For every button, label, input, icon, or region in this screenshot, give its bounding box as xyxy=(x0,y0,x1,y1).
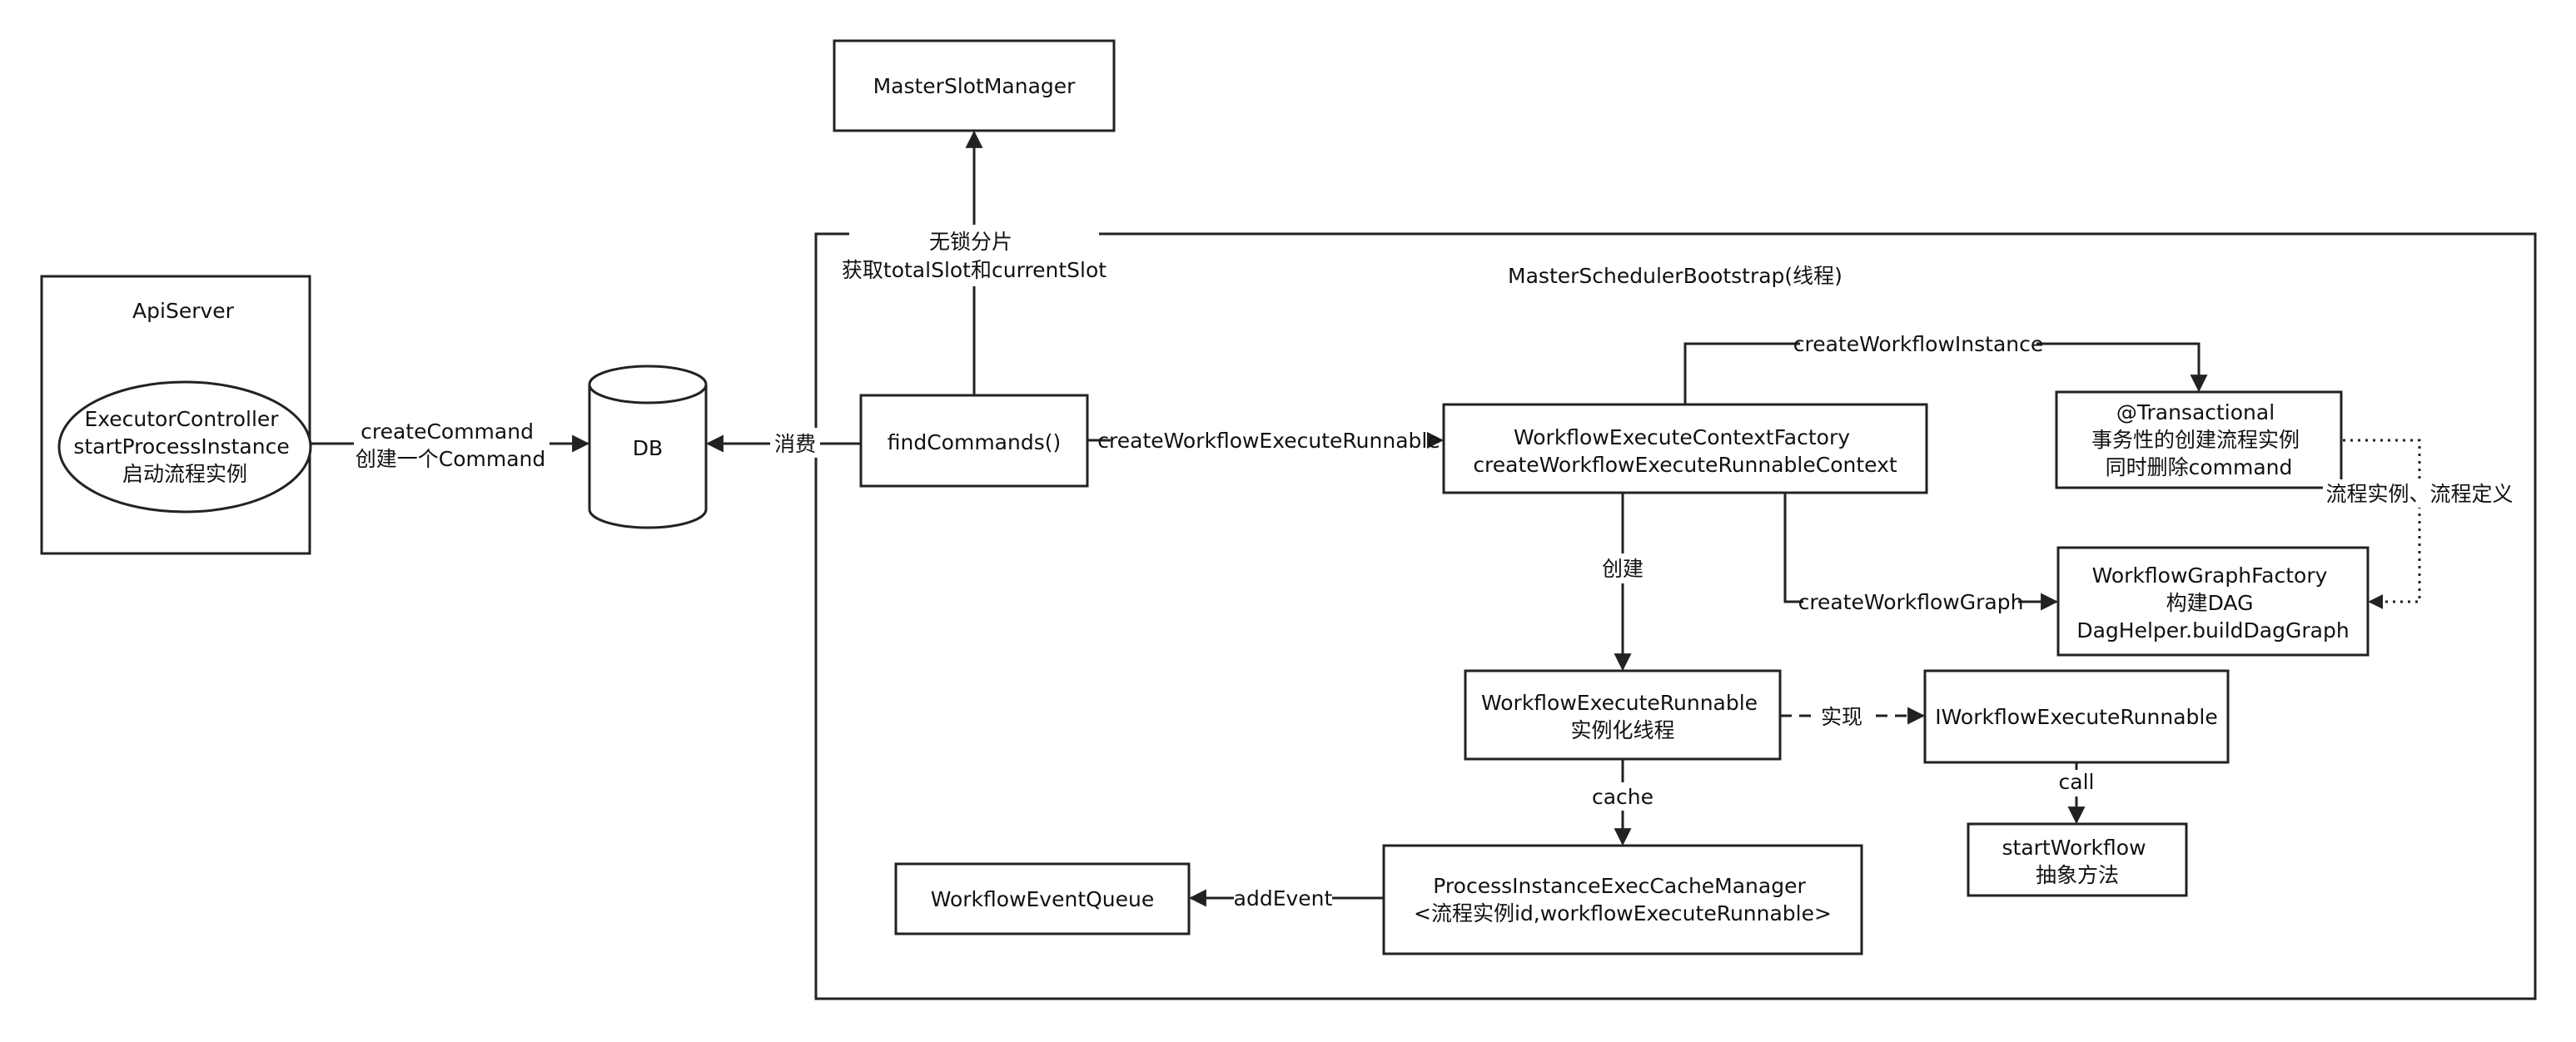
edge-create-runnable-label: createWorkflowExecuteRunnable xyxy=(1097,429,1440,453)
edge-add-event-label: addEvent xyxy=(1234,886,1333,911)
transactional-label: @Transactional 事务性的创建流程实例 同时删除command xyxy=(2091,400,2306,479)
edge-slot-label: 无锁分片 获取totalSlot和currentSlot xyxy=(842,230,1106,282)
edge-create-graph xyxy=(1783,493,2059,611)
db-cylinder xyxy=(588,365,708,529)
edge-create-instance-label: createWorkflowInstance xyxy=(1793,332,2044,356)
master-slot-manager-label: MasterSlotManager xyxy=(873,74,1077,98)
edge-consume-label: 消费 xyxy=(774,432,816,456)
execute-runnable-label: WorkflowExecuteRunnable 实例化线程 xyxy=(1481,691,1764,742)
event-queue-label: WorkflowEventQueue xyxy=(931,887,1155,911)
edge-implement-label: 实现 xyxy=(1821,705,1862,729)
edge-create-graph-label: createWorkflowGraph xyxy=(1798,590,2024,614)
executor-controller-ellipse xyxy=(57,380,312,514)
master-scheduler-bootstrap-label: MasterSchedulerBootstrap(线程) xyxy=(1508,264,1842,288)
graph-factory-box xyxy=(2056,546,2370,657)
iworkflow-runnable-label: IWorkflowExecuteRunnable xyxy=(1935,705,2217,729)
master-scheduler-bootstrap-frame xyxy=(814,232,2537,1000)
executor-controller-label: ExecutorController startProcessInstance … xyxy=(73,407,296,486)
edge-instance-def xyxy=(2343,439,2421,609)
iworkflow-runnable-box xyxy=(1923,669,2230,764)
edge-call-label: call xyxy=(2059,770,2095,794)
transactional-box xyxy=(2055,390,2343,489)
start-workflow-box xyxy=(1967,822,2188,897)
find-commands-label: findCommands() xyxy=(888,430,1061,454)
execute-runnable-box xyxy=(1464,669,1782,761)
graph-factory-label: WorkflowGraphFactory 构建DAG DagHelper.bui… xyxy=(2076,563,2349,643)
context-factory-label: WorkflowExecuteContextFactory createWork… xyxy=(1473,425,1897,477)
event-queue-box xyxy=(894,862,1191,935)
master-slot-manager-box xyxy=(833,39,1116,132)
api-server-label: ApiServer xyxy=(132,299,235,323)
cache-manager-box xyxy=(1382,844,1863,955)
edge-create-command-label: createCommand 创建一个Command xyxy=(356,419,546,471)
edge-instance-def-label: 流程实例、流程定义 xyxy=(2325,482,2513,506)
edge-cache-label: cache xyxy=(1592,785,1654,809)
cache-manager-label: ProcessInstanceExecCacheManager <流程实例id,… xyxy=(1414,874,1832,925)
db-label: DB xyxy=(633,436,663,460)
start-workflow-label: startWorkflow 抽象方法 xyxy=(2002,836,2153,887)
edge-create-label: 创建 xyxy=(1602,557,1644,581)
